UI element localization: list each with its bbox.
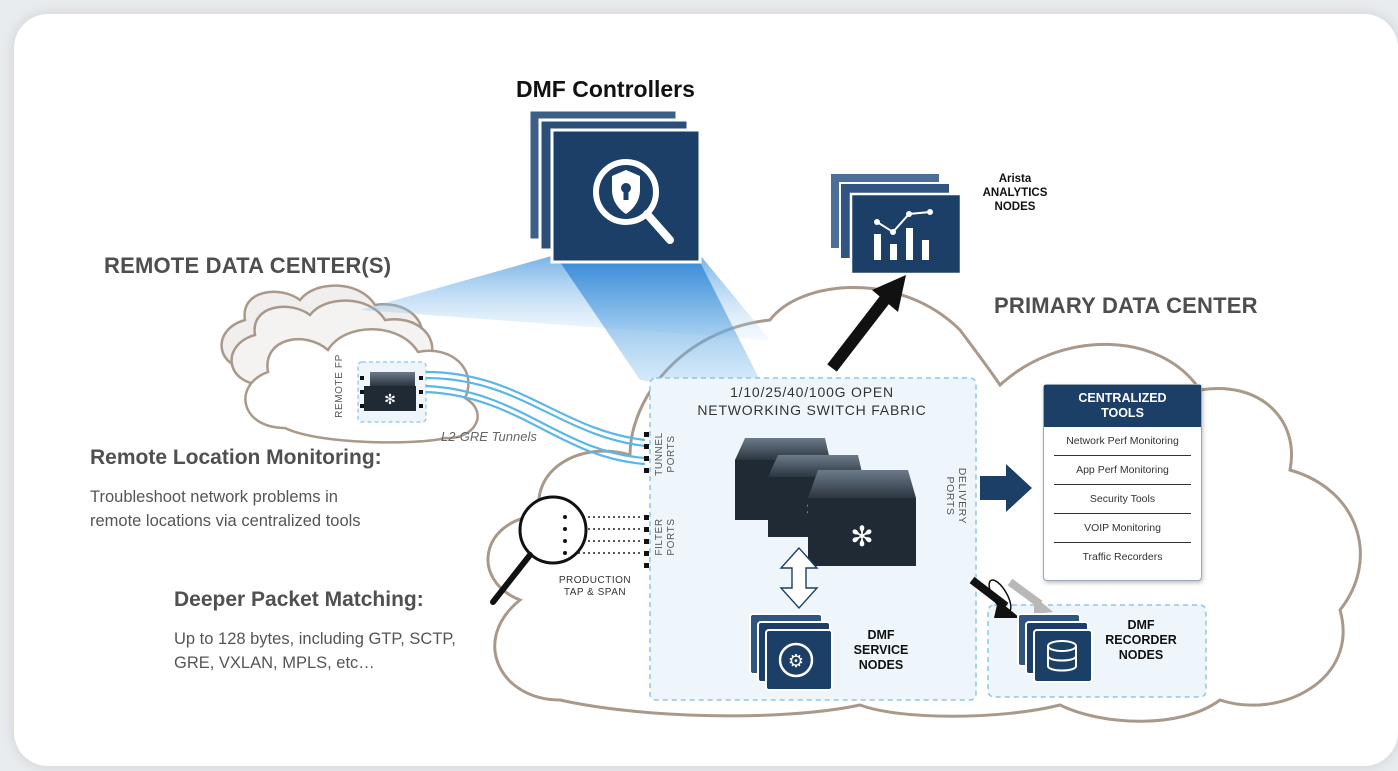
tool-item: Traffic Recorders [1082, 551, 1163, 563]
remote-monitoring-heading: Remote Location Monitoring: [90, 446, 382, 469]
remote-dc-heading: REMOTE DATA CENTER(S) [104, 253, 392, 278]
remote-fp-switch-icon: ✻ [360, 372, 423, 411]
service-nodes-icon: ⚙ [749, 613, 833, 691]
production-label-line2: TAP & SPAN [563, 587, 627, 598]
production-label-line1: PRODUCTION [558, 575, 632, 586]
service-nodes-line3: NODES [858, 658, 904, 672]
analytics-nodes-icon [829, 172, 963, 276]
packet-matching-line2: GRE, VXLAN, MPLS, etc… [174, 654, 375, 672]
analytics-label-line2: ANALYTICS [982, 187, 1048, 199]
recorder-nodes-line1: DMF [1127, 618, 1155, 632]
tool-item: Network Perf Monitoring [1054, 427, 1191, 456]
remote-monitoring-line1: Troubleshoot network problems in [90, 488, 338, 506]
port-markers [644, 432, 649, 568]
tools-title-line1: CENTRALIZED [1078, 391, 1167, 405]
packet-matching-body: Up to 128 bytes, including GTP, SCTP, GR… [174, 627, 456, 675]
dmf-controllers-icon [527, 108, 702, 264]
remote-monitoring-body: Troubleshoot network problems in remote … [90, 485, 361, 533]
tools-title-line2: TOOLS [1101, 406, 1144, 420]
centralized-tools-panel: CENTRALIZED TOOLS Network Perf Monitorin… [1043, 384, 1202, 581]
analytics-arrow [827, 294, 891, 372]
svg-text:✻: ✻ [384, 392, 396, 408]
fabric-label-line1: 1/10/25/40/100G OPEN [730, 384, 894, 400]
analytics-arrowhead [872, 275, 906, 312]
recorder-nodes-icon [1017, 613, 1093, 683]
centralized-tools-title: CENTRALIZED TOOLS [1044, 385, 1201, 427]
svg-text:✻: ✻ [850, 520, 873, 553]
delivery-ports-text: DELIVERY PORTS [944, 467, 968, 525]
service-nodes-label: DMF SERVICE NODES [846, 628, 916, 673]
analytics-label-line1: Arista [998, 173, 1032, 185]
filter-ports-label: FILTER PORTS [654, 506, 678, 568]
tool-item: Security Tools [1054, 485, 1191, 514]
remote-monitoring-line2: remote locations via centralized tools [90, 512, 361, 530]
packet-matching-line1: Up to 128 bytes, including GTP, SCTP, [174, 630, 456, 648]
service-node-link-arrow [779, 546, 819, 610]
analytics-label: Arista ANALYTICS NODES [970, 172, 1060, 214]
tap-span-links [568, 516, 642, 554]
tool-item: VOIP Monitoring [1054, 514, 1191, 543]
fabric-switch-stack-icon: ✻ ✻ ✻ [735, 438, 916, 566]
l2-gre-tunnels [425, 370, 646, 466]
svg-text:⚙: ⚙ [788, 651, 804, 672]
delivery-arrow [980, 464, 1032, 512]
filter-ports-text: FILTER PORTS [654, 518, 677, 556]
controller-beam-primary [560, 262, 770, 400]
page-title: DMF Controllers [516, 76, 695, 102]
remote-fp-label: REMOTE FP [334, 354, 345, 418]
service-nodes-line2: SERVICE [853, 643, 909, 657]
recorder-nodes-line2: RECORDER [1105, 633, 1177, 647]
analytics-label-line3: NODES [994, 201, 1036, 213]
delivery-ports-label: DELIVERY PORTS [944, 456, 968, 536]
recorder-nodes-label: DMF RECORDER NODES [1096, 618, 1186, 663]
magnifier-icon [490, 495, 588, 605]
fabric-label-line2: NETWORKING SWITCH FABRIC [697, 402, 927, 418]
tunnel-ports-text: TUNNEL PORTS [654, 432, 677, 476]
packet-matching-heading: Deeper Packet Matching: [174, 588, 424, 611]
tunnel-ports-label: TUNNEL PORTS [654, 424, 678, 484]
primary-dc-heading: PRIMARY DATA CENTER [994, 293, 1258, 318]
fabric-label: 1/10/25/40/100G OPEN NETWORKING SWITCH F… [652, 383, 972, 419]
tool-item: App Perf Monitoring [1054, 456, 1191, 485]
service-nodes-line1: DMF [867, 628, 895, 642]
tunnels-label: L2-GRE Tunnels [441, 429, 537, 444]
recorder-nodes-line3: NODES [1118, 648, 1164, 662]
production-label: PRODUCTION TAP & SPAN [548, 575, 642, 599]
recorder-arrows [969, 576, 1053, 618]
